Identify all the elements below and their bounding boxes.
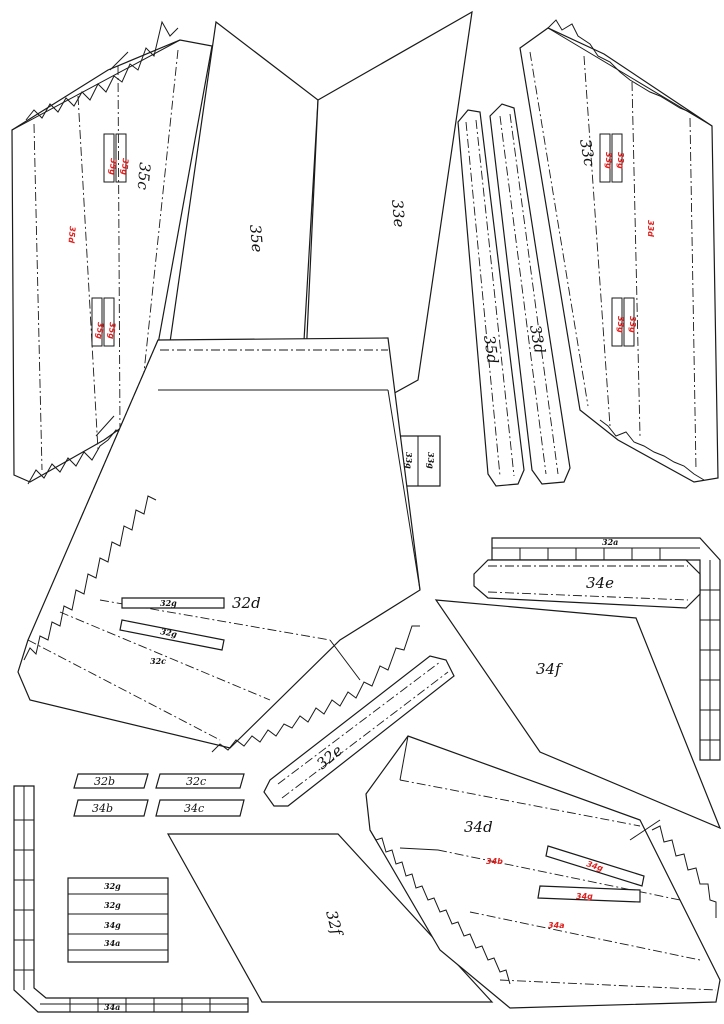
strips-bottom: 32g 32g 34g 34a	[67, 877, 169, 963]
label-34d: 34d	[464, 818, 493, 836]
label-32b: 32b	[94, 775, 115, 788]
strip-bottom-2: 32g	[104, 900, 121, 910]
label-34c: 34c	[184, 802, 204, 815]
part-33d: 33d	[489, 103, 571, 485]
label-33d: 33d	[526, 324, 549, 355]
marker-34b: 34b	[486, 857, 503, 866]
strip-33g-4: 33g	[426, 452, 436, 469]
label-32c: 32c	[186, 775, 206, 788]
marker-34a: 34a	[548, 921, 565, 930]
part-34b: 34b	[73, 799, 149, 817]
marker-35d: 35d	[67, 226, 77, 244]
marker-35g-3: 35g	[95, 322, 105, 340]
marker-32g-1: 32g	[160, 598, 177, 608]
marker-33g-4: 33g	[628, 316, 637, 333]
marker-33g-2: 33g	[616, 152, 625, 169]
strip-33g-3: 33g	[404, 452, 414, 469]
marker-32c: 32c	[150, 656, 166, 666]
marker-33g-1: 33g	[604, 152, 613, 169]
marker-35g-4: 35g	[107, 322, 117, 340]
label-33c: 33c	[576, 138, 599, 169]
label-34e: 34e	[586, 574, 614, 592]
label-35c: 35c	[134, 162, 154, 192]
strip-bottom-3: 34g	[104, 920, 121, 930]
part-35d: 35d	[457, 109, 525, 487]
part-32e: 32e	[263, 655, 455, 807]
label-32a: 32a	[602, 537, 618, 547]
label-33e: 33e	[388, 199, 408, 229]
marker-33d: 33d	[646, 220, 655, 237]
part-32d: 32g 32g 32c 32d	[17, 337, 421, 753]
label-34a: 34a	[104, 1002, 120, 1012]
marker-35g-1: 35g	[108, 158, 118, 176]
part-32b: 32b	[73, 773, 149, 789]
part-32c: 32c	[155, 773, 245, 789]
part-35c: 35g 35g 35g 35g 35d 35c	[11, 20, 213, 485]
part-34e: 34e	[473, 559, 701, 609]
part-32f: 32f	[166, 833, 494, 1003]
label-32d: 32d	[232, 594, 261, 612]
label-35d: 35d	[480, 334, 502, 365]
marker-33g-3: 33g	[616, 316, 625, 333]
marker-34g-2: 34g	[576, 892, 593, 901]
marker-35g-2: 35g	[120, 158, 130, 176]
part-34a: 34a	[13, 785, 249, 1013]
strip-bottom-1: 32g	[104, 881, 121, 891]
marker-32g-2: 32g	[160, 626, 179, 639]
label-34b: 34b	[92, 802, 113, 815]
part-33c: 33g 33g 33g 33g 33d 33c	[519, 19, 719, 483]
strip-bottom-4: 34a	[104, 938, 120, 948]
label-35e: 35e	[246, 224, 266, 254]
part-34f: 34f	[434, 599, 722, 830]
part-34c: 34c	[155, 799, 245, 817]
part-33e: 33e	[301, 10, 473, 446]
label-34f: 34f	[536, 660, 563, 678]
part-34d: 34b 34g 34g 34a 34d	[365, 735, 721, 1009]
